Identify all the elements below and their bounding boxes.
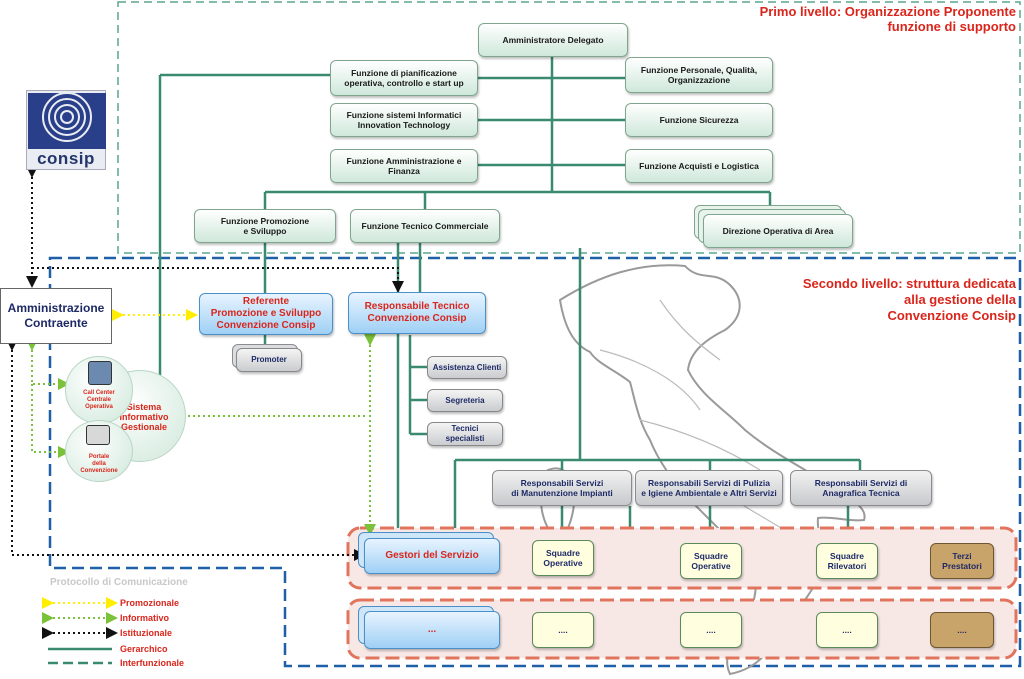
- repeat-blue-box: ...: [364, 611, 500, 649]
- primo-livello-title: Primo livello: Organizzazione Proponente…: [759, 4, 1016, 34]
- tecnico-commerciale-box: Funzione Tecnico Commerciale: [350, 209, 500, 243]
- segreteria-box: Segreteria: [427, 389, 503, 412]
- amministratore-delegato-box: Amministratore Delegato: [478, 23, 628, 57]
- legend-informativo: Informativo: [120, 613, 170, 623]
- repeat-brown-box: ....: [930, 612, 994, 648]
- acquisti-box: Funzione Acquisti e Logistica: [625, 149, 773, 183]
- repeat-yellow-3-box: ....: [816, 612, 878, 648]
- direzione-operativa-box: Direzione Operativa di Area: [703, 214, 853, 248]
- legend-lines: [42, 597, 118, 665]
- legend-promozionale: Promozionale: [120, 598, 180, 608]
- tecnici-specialisti-box: Tecnici specialisti: [427, 422, 503, 446]
- call-center-icon: [88, 361, 112, 385]
- sicurezza-box: Funzione Sicurezza: [625, 103, 773, 137]
- repeat-yellow-2-box: ....: [680, 612, 742, 648]
- promoter-box: Promoter: [236, 348, 302, 372]
- personale-box: Funzione Personale, Qualità,Organizzazio…: [625, 57, 773, 93]
- consip-logo-text: consip: [37, 149, 95, 168]
- consip-logo: consip: [26, 90, 106, 170]
- legend-interfunzionale: Interfunzionale: [120, 658, 185, 668]
- legend-istituzionale: Istituzionale: [120, 628, 173, 638]
- legend-title: Protocollo di Comunicazione: [50, 577, 188, 588]
- consip-logo-icon: [28, 93, 106, 149]
- assistenza-clienti-box: Assistenza Clienti: [427, 356, 507, 379]
- computer-icon: [86, 425, 110, 445]
- repeat-yellow-1-box: ....: [532, 612, 594, 648]
- gestori-servizio-box: Gestori del Servizio: [364, 538, 500, 574]
- legend-gerarchico: Gerarchico: [120, 644, 168, 654]
- primo-livello-border: [117, 1, 1021, 254]
- secondo-livello-border: [48, 256, 1022, 668]
